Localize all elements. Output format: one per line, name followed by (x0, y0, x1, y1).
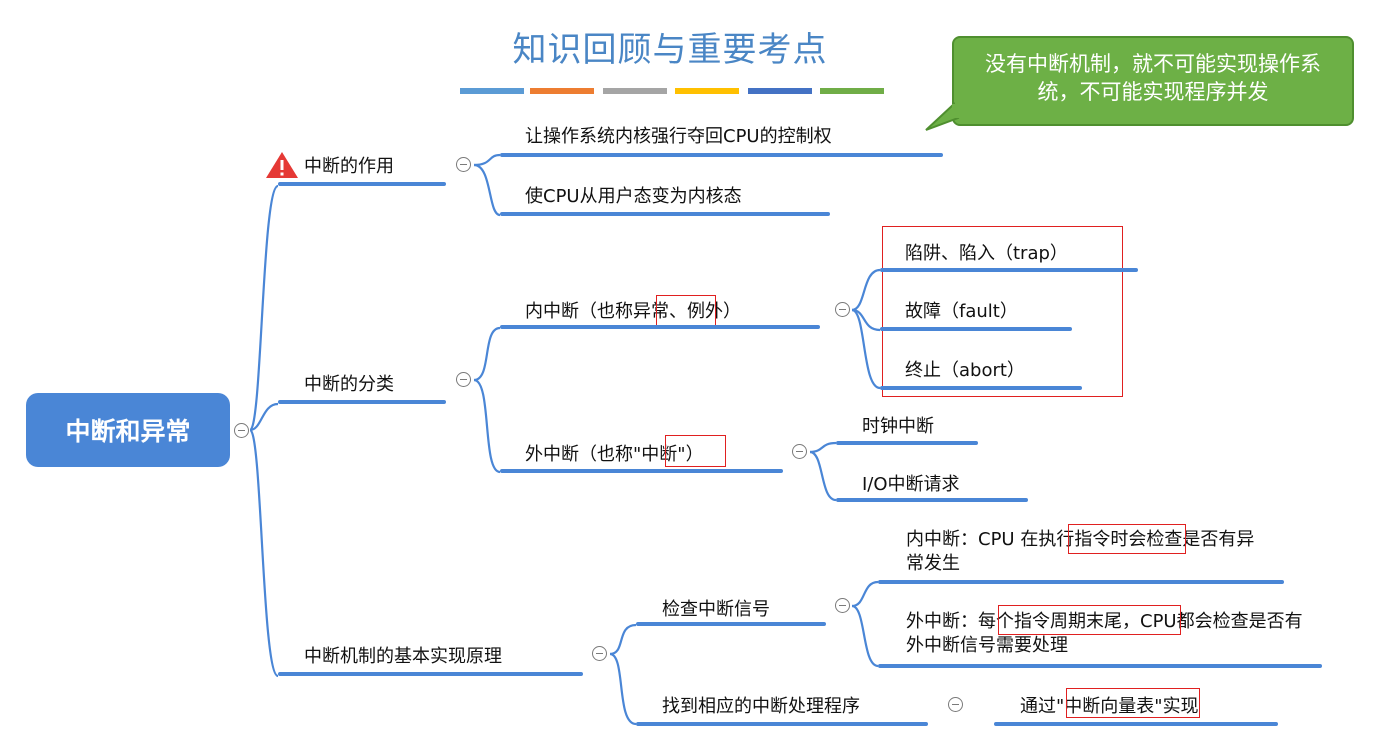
check-internal-underline (878, 580, 1284, 584)
internal-interrupt-underline (500, 325, 820, 329)
internal-item-abort[interactable]: 终止（abort） (905, 360, 1025, 381)
internal-item-trap-underline (880, 268, 1138, 272)
internal-item-abort-underline (880, 386, 1082, 390)
role-item-2-underline (500, 212, 830, 216)
internal-interrupt-pre: 内中断（也称 (525, 301, 633, 322)
check-external-text[interactable]: 外中断：每个指令周期末尾，CPU都会检查是否有外中断信号需要处理 (906, 610, 1306, 658)
find-handler-label[interactable]: 找到相应的中断处理程序 (662, 696, 860, 717)
handler-item-underline (994, 722, 1278, 726)
warning-triangle-icon (266, 152, 298, 178)
role-item-1-underline (500, 153, 943, 157)
branch-mechanism-label[interactable]: 中断机制的基本实现原理 (304, 646, 502, 667)
handler-item-pre: 通过 (1020, 696, 1056, 717)
collapse-classification-icon[interactable] (456, 372, 471, 387)
external-item-clock-underline (836, 441, 978, 445)
highlight-box-internal-types (882, 226, 1123, 397)
check-external-post: ，CPU都会检查是否有外中断信号需要处理 (906, 611, 1303, 656)
highlight-box-vector-table (1066, 688, 1200, 718)
external-item-io-underline (836, 498, 1028, 502)
collapse-mechanism-icon[interactable] (592, 646, 607, 661)
highlight-box-executing (1068, 524, 1186, 554)
title-color-bar-3 (603, 88, 667, 94)
handler-item-highlight: "中断向量表" (1056, 696, 1163, 717)
branch-mechanism-underline (278, 672, 583, 676)
title-color-bar-5 (748, 88, 812, 94)
branch-role-underline (278, 182, 446, 186)
check-signal-label[interactable]: 检查中断信号 (662, 599, 770, 620)
branch-classification-label[interactable]: 中断的分类 (304, 374, 394, 395)
external-item-io[interactable]: I/O中断请求 (862, 474, 960, 495)
highlight-box-exception (656, 295, 716, 327)
internal-item-fault[interactable]: 故障（fault） (905, 301, 1018, 322)
title-color-bar-4 (675, 88, 739, 94)
highlight-box-interrupt (665, 435, 726, 467)
role-item-2[interactable]: 使CPU从用户态变为内核态 (525, 186, 742, 207)
callout-text: 没有中断机制，就不可能实现操作系统，不可能实现程序并发 (985, 52, 1321, 104)
internal-item-trap[interactable]: 陷阱、陷入（trap） (905, 243, 1068, 264)
collapse-role-icon[interactable] (456, 157, 471, 172)
callout-note: 没有中断机制，就不可能实现操作系统，不可能实现程序并发 (952, 36, 1354, 126)
external-item-clock[interactable]: 时钟中断 (862, 416, 934, 437)
check-signal-underline (636, 622, 826, 626)
external-interrupt-underline (500, 469, 783, 473)
collapse-internal-icon[interactable] (835, 302, 850, 317)
check-internal-highlight: 执行指令时 (1038, 529, 1129, 550)
role-item-1[interactable]: 让操作系统内核强行夺回CPU的控制权 (525, 126, 832, 147)
page-title: 知识回顾与重要考点 (512, 30, 828, 70)
find-handler-underline (636, 722, 928, 726)
internal-interrupt-post: 例外） (687, 301, 741, 322)
callout-pointer (925, 102, 960, 131)
external-interrupt-post: ） (685, 444, 704, 465)
external-interrupt-label[interactable]: 外中断（也称"中断"） (525, 440, 704, 466)
highlight-box-cycle-end (998, 605, 1181, 635)
collapse-handler-icon[interactable] (948, 697, 963, 712)
internal-interrupt-label[interactable]: 内中断（也称异常、例外） (525, 297, 741, 323)
check-internal-post: 会检查是否有异常发生 (906, 529, 1255, 574)
check-internal-text[interactable]: 内中断：CPU 在执行指令时会检查是否有异常发生 (906, 528, 1266, 576)
handler-item[interactable]: 通过"中断向量表"实现 (1020, 692, 1199, 718)
title-color-bar-2 (530, 88, 594, 94)
check-external-highlight: 每个指令周期末尾 (978, 611, 1122, 632)
internal-item-fault-underline (880, 327, 1072, 331)
collapse-root-icon[interactable] (234, 423, 249, 438)
title-color-bar-1 (460, 88, 524, 94)
external-interrupt-highlight: "中断" (633, 444, 686, 465)
check-external-pre: 外中断： (906, 611, 978, 632)
collapse-check-icon[interactable] (835, 598, 850, 613)
check-internal-pre: 内中断：CPU 在 (906, 529, 1039, 550)
branch-classification-underline (278, 400, 446, 404)
collapse-external-icon[interactable] (792, 444, 807, 459)
external-interrupt-pre: 外中断（也称 (525, 444, 633, 465)
root-node[interactable]: 中断和异常 (26, 393, 230, 467)
branch-role-label[interactable]: 中断的作用 (304, 156, 394, 177)
handler-item-post: 实现 (1162, 696, 1199, 717)
internal-interrupt-highlight: 异常、 (633, 301, 687, 322)
title-color-bar-6 (820, 88, 884, 94)
check-external-underline (878, 664, 1322, 668)
